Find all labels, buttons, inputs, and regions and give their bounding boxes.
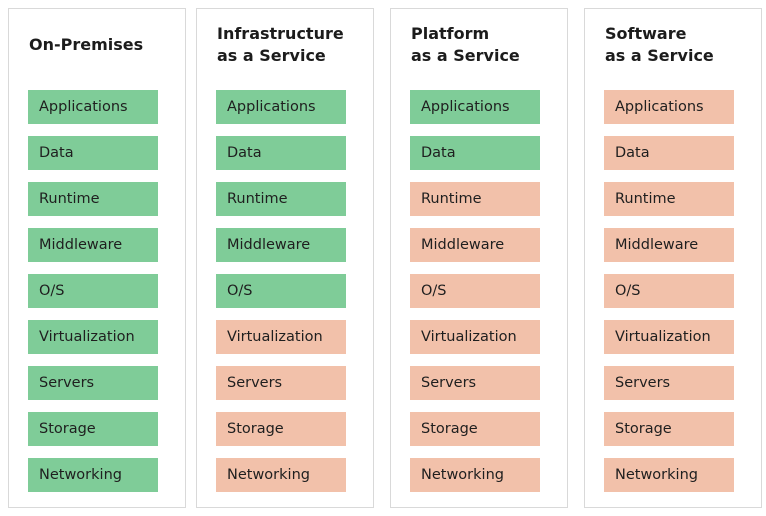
layer-storage: Storage	[216, 412, 346, 446]
layer-os: O/S	[410, 274, 540, 308]
layer-virtualization: Virtualization	[28, 320, 158, 354]
layer-servers: Servers	[410, 366, 540, 400]
layer-storage: Storage	[28, 412, 158, 446]
layer-networking: Networking	[28, 458, 158, 492]
layer-os: O/S	[604, 274, 734, 308]
layer-servers: Servers	[216, 366, 346, 400]
column-on-premises: On-Premises Applications Data Runtime Mi…	[8, 8, 186, 508]
layer-runtime: Runtime	[216, 182, 346, 216]
layer-networking: Networking	[216, 458, 346, 492]
layer-runtime: Runtime	[604, 182, 734, 216]
column-title: Platform as a Service	[411, 24, 520, 65]
layer-data: Data	[604, 136, 734, 170]
layer-virtualization: Virtualization	[410, 320, 540, 354]
layer-runtime: Runtime	[410, 182, 540, 216]
layer-networking: Networking	[410, 458, 540, 492]
layer-storage: Storage	[410, 412, 540, 446]
layer-servers: Servers	[604, 366, 734, 400]
layer-os: O/S	[216, 274, 346, 308]
layer-middleware: Middleware	[604, 228, 734, 262]
layer-applications: Applications	[604, 90, 734, 124]
column-title: Software as a Service	[605, 24, 714, 65]
layer-os: O/S	[28, 274, 158, 308]
column-title: Infrastructure as a Service	[217, 24, 344, 65]
layer-applications: Applications	[410, 90, 540, 124]
layer-runtime: Runtime	[28, 182, 158, 216]
layer-virtualization: Virtualization	[216, 320, 346, 354]
layer-applications: Applications	[216, 90, 346, 124]
layer-networking: Networking	[604, 458, 734, 492]
column-title: On-Premises	[29, 35, 144, 54]
layer-data: Data	[410, 136, 540, 170]
layer-middleware: Middleware	[216, 228, 346, 262]
column-paas: Platform as a Service Applications Data …	[390, 8, 568, 508]
layer-data: Data	[28, 136, 158, 170]
layer-storage: Storage	[604, 412, 734, 446]
column-iaas: Infrastructure as a Service Applications…	[196, 8, 374, 508]
layer-applications: Applications	[28, 90, 158, 124]
layer-middleware: Middleware	[410, 228, 540, 262]
layer-virtualization: Virtualization	[604, 320, 734, 354]
layer-servers: Servers	[28, 366, 158, 400]
layer-data: Data	[216, 136, 346, 170]
column-saas: Software as a Service Applications Data …	[584, 8, 762, 508]
layer-middleware: Middleware	[28, 228, 158, 262]
